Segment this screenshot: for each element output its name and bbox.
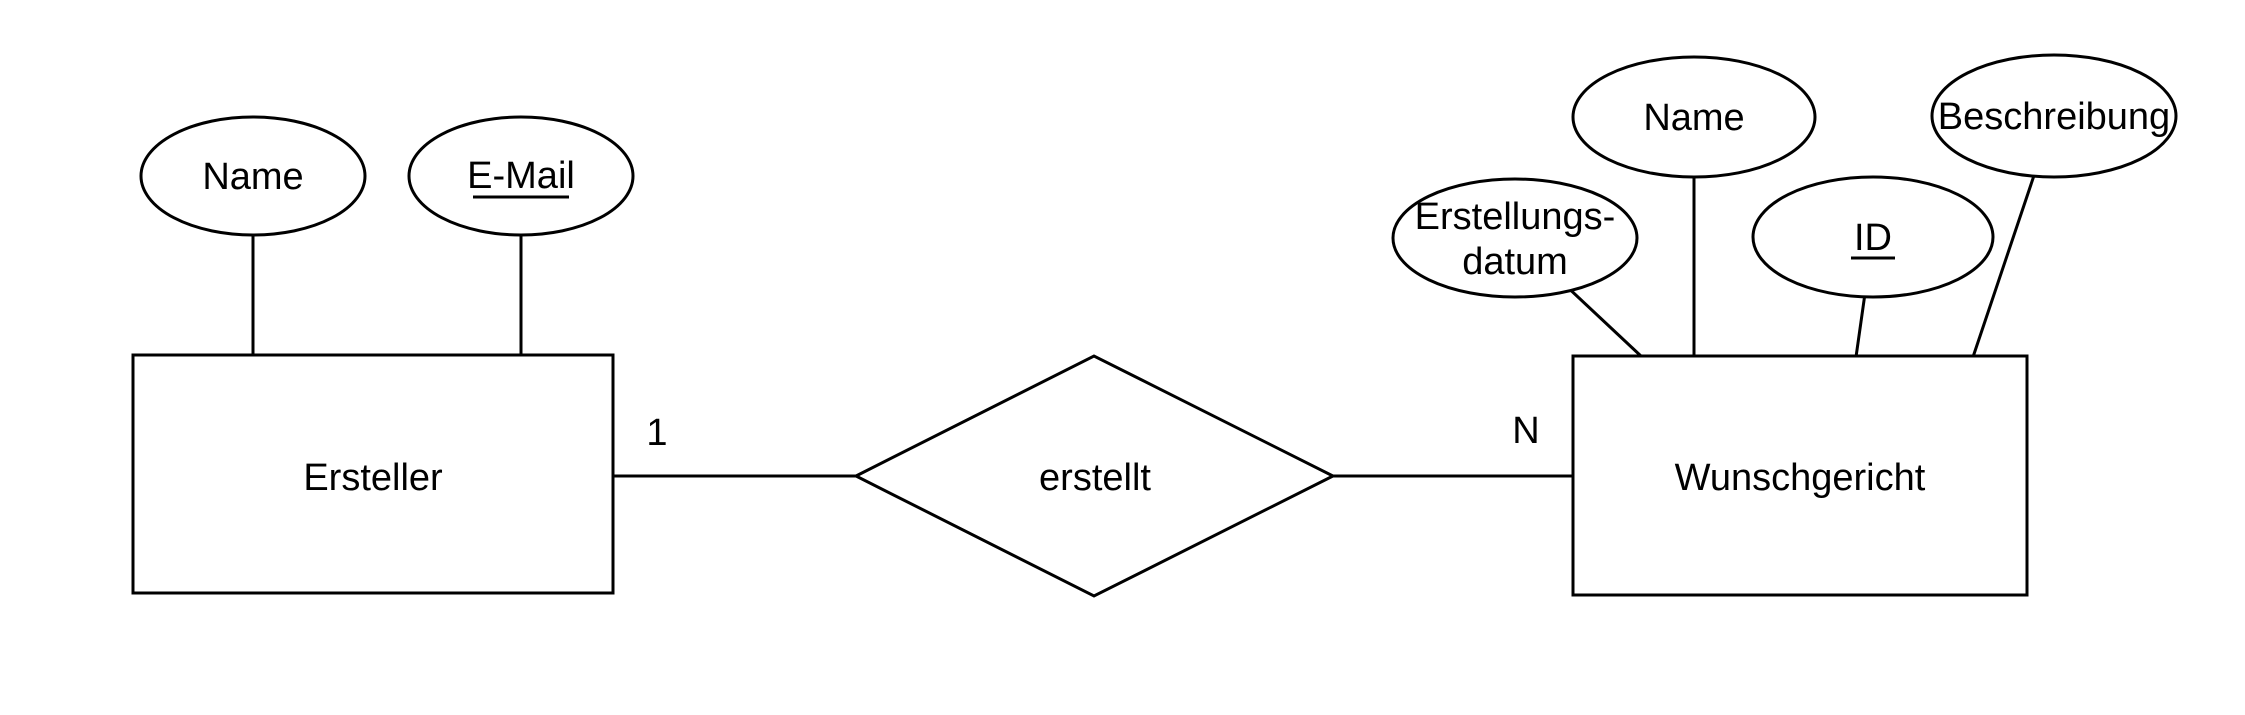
attribute-wunschgericht-name-label: Name [1643, 97, 1744, 139]
attribute-ersteller-name-label: Name [202, 156, 303, 198]
cardinality-right-label: N [1512, 410, 1539, 452]
attribute-ellipse-ersteller-name [139, 115, 367, 237]
attribute-ellipse-wunschgericht-id [1751, 175, 1995, 299]
entity-ersteller-label: Ersteller [303, 457, 443, 499]
attribute-ellipse-wunschgericht-name [1571, 55, 1817, 179]
attribute-wunschgericht-id-label: ID [1854, 217, 1892, 259]
entity-wunschgericht-box [1571, 354, 2029, 597]
cardinality-left-label: 1 [646, 412, 667, 454]
entity-wunschgericht-label: Wunschgericht [1675, 457, 1926, 499]
attribute-ellipse-wunschgericht-erstellungsdatum [1391, 177, 1639, 299]
attribute-ersteller-email-label: E-Mail [467, 155, 575, 197]
attribute-ellipse-wunschgericht-beschreibung [1930, 53, 2178, 179]
relationship-erstellt-label: erstellt [1039, 457, 1151, 499]
entity-ersteller-box [131, 353, 615, 595]
attribute-wunschgericht-beschreibung-label: Beschreibung [1938, 96, 2170, 138]
attribute-ellipse-ersteller-email [407, 115, 635, 237]
attribute-erstellungsdatum-label-line2: datum [1462, 241, 1568, 283]
relationship-erstellt-diamond [852, 354, 1337, 598]
attribute-erstellungsdatum-label-line1: Erstellungs- [1415, 196, 1616, 238]
